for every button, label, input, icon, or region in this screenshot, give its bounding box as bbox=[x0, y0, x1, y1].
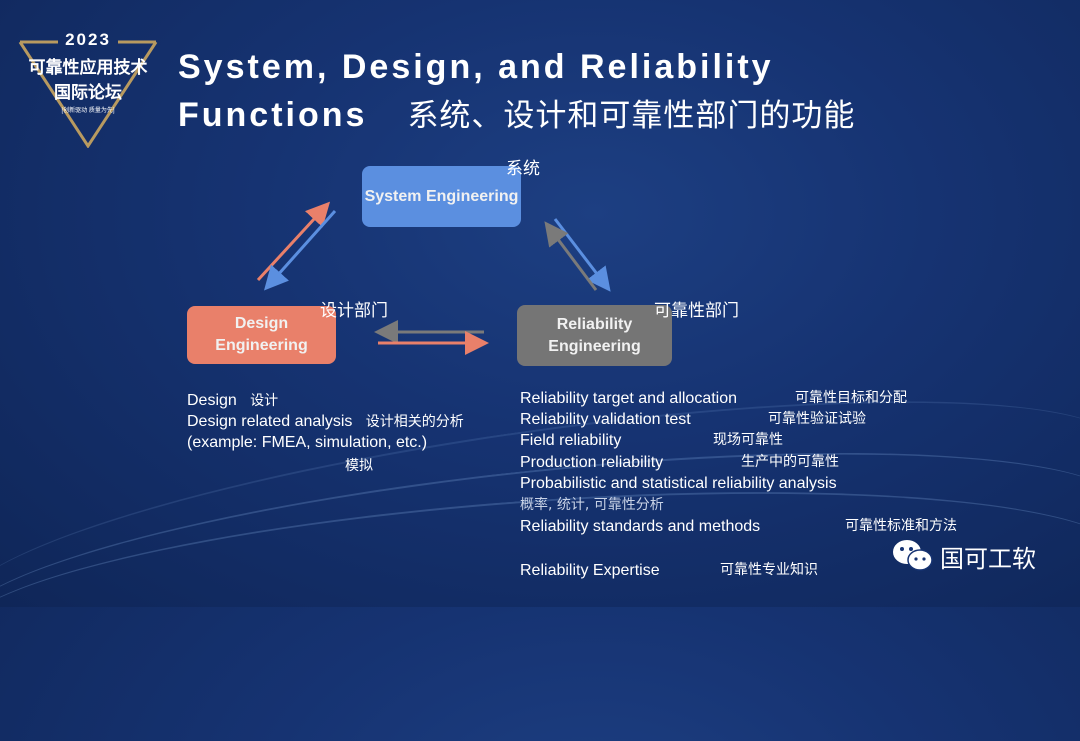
logo-line2: 国际论坛 bbox=[54, 83, 122, 103]
forum-logo: 2023 可靠性应用技术 国际论坛 [创新驱动 质量为先] bbox=[18, 30, 158, 148]
reliability-item: Probabilistic and statistical reliabilit… bbox=[520, 475, 837, 492]
design-item: Design related analysis 设计相关的分析 bbox=[187, 413, 464, 430]
design-cn-label: 设计部门 bbox=[320, 301, 388, 321]
title-chinese: 系统、设计和可靠性部门的功能 bbox=[407, 98, 856, 134]
reliability-engineering-box: Reliability Engineering bbox=[517, 305, 672, 366]
system-engineering-box: System Engineering bbox=[362, 166, 521, 227]
design-engineering-box: Design Engineering bbox=[187, 306, 336, 364]
logo-line1: 可靠性应用技术 bbox=[28, 58, 148, 78]
arrow-system-to-design bbox=[264, 210, 337, 291]
design-item: (example: FMEA, simulation, etc.) bbox=[187, 434, 428, 451]
system-cn-label: 系统 bbox=[506, 159, 540, 179]
arrow-design-to-system bbox=[256, 201, 331, 282]
logo-year: 2023 bbox=[65, 30, 111, 49]
watermark-text: 国可工软 bbox=[940, 544, 1036, 573]
title-functions: Functions bbox=[178, 96, 368, 134]
logo-tagline: [创新驱动 质量为先] bbox=[61, 108, 115, 114]
arrow-system-to-reliability bbox=[553, 218, 611, 292]
arrow-reliability-to-system bbox=[544, 221, 598, 291]
reliability-cn-label: 可靠性部门 bbox=[654, 301, 739, 321]
logo-triangle bbox=[18, 40, 158, 148]
reliability-item-cn: 概率, 统计, 可靠性分析 bbox=[520, 497, 664, 513]
diagram-arrows bbox=[256, 201, 611, 355]
slide-title-line1: System, Design, and Reliability bbox=[178, 48, 774, 86]
slide-title-line2: Functions 系统、设计和可靠性部门的功能 bbox=[178, 90, 855, 135]
design-item-cn: 模拟 bbox=[345, 458, 373, 474]
watermark: 国可工软 bbox=[892, 538, 1036, 574]
wechat-icon bbox=[893, 540, 933, 571]
design-item: Design 设计 bbox=[187, 392, 279, 409]
